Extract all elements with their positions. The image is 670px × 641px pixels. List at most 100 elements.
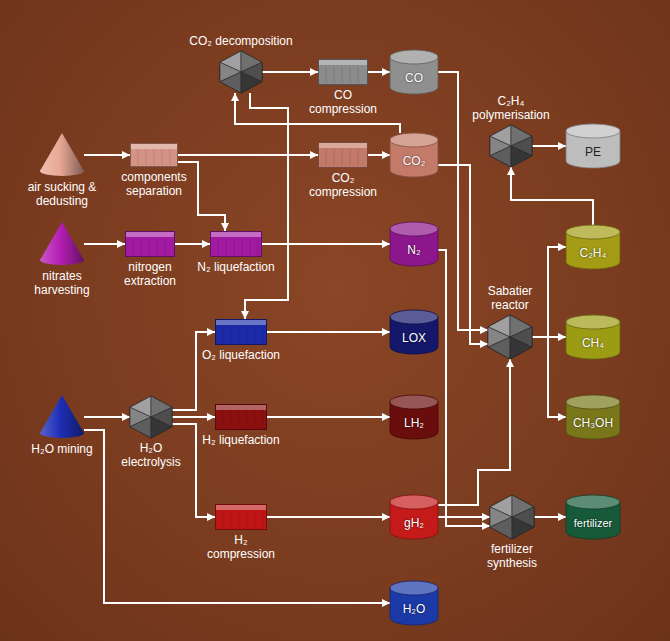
tank-text-area: C₂H₄ (566, 237, 620, 269)
product-tank: LOX (390, 310, 438, 354)
box-texture (231, 326, 232, 343)
box-texture (226, 238, 227, 255)
box-shape (125, 231, 175, 257)
product-name: C₂H₄ (580, 246, 607, 260)
box-texture (242, 238, 243, 255)
cone-side (40, 395, 84, 433)
product-tank: LH₂ (390, 395, 438, 439)
octahedron-facet (490, 146, 511, 167)
process-name: O₂ liquefaction (201, 348, 281, 362)
flow-arrow (84, 243, 125, 245)
product-name: fertilizer (574, 516, 613, 530)
box-body (216, 320, 267, 345)
product-tank: CH₄ (566, 315, 620, 359)
flow-arrow (172, 332, 215, 410)
product-name: LOX (402, 331, 426, 345)
flow-arrow (267, 331, 390, 333)
flow-arrow (532, 247, 566, 337)
cone-side (40, 222, 84, 260)
flow-arrow (438, 250, 490, 526)
box-texture (258, 238, 259, 255)
box-top-face (131, 144, 177, 149)
flow-arrow (245, 93, 288, 319)
flow-arrow (511, 167, 593, 225)
box-shape (318, 142, 368, 168)
tank-text-area: gH₂ (390, 507, 438, 539)
tank-text-area: N₂ (390, 234, 438, 266)
octahedron-facet (510, 337, 532, 359)
product-name: H₂O (403, 602, 426, 616)
cylinder-top (390, 495, 438, 509)
box-texture (247, 326, 248, 343)
box-body (131, 144, 178, 167)
box-texture (255, 326, 256, 343)
process-box: components separation (130, 143, 178, 167)
box-texture (326, 149, 327, 166)
process-label: C₂H₄ polymerisation (466, 94, 556, 122)
product-tank: H₂O (390, 581, 438, 625)
box-texture (342, 149, 343, 166)
process-name: H₂O electrolysis (113, 441, 189, 469)
octahedron-outline (490, 495, 534, 539)
box-shape (215, 404, 267, 430)
box-texture (247, 511, 248, 528)
product-tank: CH₃OH (566, 395, 620, 439)
tank-text-area: fertilizer (566, 507, 620, 539)
box-top-face (216, 405, 266, 410)
flow-arrow (267, 516, 390, 518)
reactor: fertilizer synthesis (490, 495, 534, 539)
process-name: air sucking & dedusting (12, 180, 112, 208)
process-name: Sabatier reactor (478, 284, 542, 312)
box-texture (141, 238, 142, 255)
tank-text-area: PE (566, 136, 620, 168)
box-texture (263, 511, 264, 528)
product-tank: N₂ (390, 222, 438, 266)
cylinder-top (566, 124, 620, 138)
oct-shape (490, 495, 534, 539)
cylinder-top (566, 395, 620, 409)
reactor: C₂H₄ polymerisation (490, 125, 532, 167)
box-texture (149, 238, 150, 255)
reactor: H₂O electrolysis (130, 396, 172, 438)
process-label: H₂O electrolysis (113, 441, 189, 469)
box-texture (231, 511, 232, 528)
box-shape (215, 319, 267, 345)
octahedron-facet (130, 417, 151, 438)
flow-arrow (172, 416, 215, 418)
oct-shape (130, 396, 172, 438)
oct-shape (220, 51, 262, 93)
product-name: N₂ (407, 243, 420, 257)
process-name: CO₂ compression (303, 171, 383, 199)
cylinder-top (566, 225, 620, 239)
cylinder-top (390, 50, 438, 64)
box-texture (350, 66, 351, 83)
box-texture (223, 326, 224, 343)
box-texture (170, 150, 171, 165)
process-label: H₂ compression (201, 533, 281, 561)
process-box: H₂ liquefaction (215, 404, 267, 430)
flow-arrow (532, 145, 566, 147)
octahedron-facet (220, 72, 241, 93)
box-texture (358, 66, 359, 83)
cylinder-top (390, 395, 438, 409)
process-name: fertilizer synthesis (472, 542, 552, 570)
source: nitrates harvesting (40, 222, 84, 266)
box-texture (231, 411, 232, 428)
box-texture (165, 238, 166, 255)
box-shape (210, 231, 262, 257)
flow-arrow (368, 154, 390, 156)
flow-arrow (178, 154, 318, 156)
process-name: N₂ liquefaction (196, 260, 276, 274)
octahedron-facet (151, 417, 172, 438)
process-label: air sucking & dedusting (12, 180, 112, 208)
flow-arrow (262, 71, 318, 73)
box-texture (255, 411, 256, 428)
process-label: fertilizer synthesis (472, 542, 552, 570)
box-texture (154, 150, 155, 165)
cylinder-top (566, 315, 620, 329)
process-box: O₂ liquefaction (215, 319, 267, 345)
cylinder-top (390, 310, 438, 324)
process-name: H₂ liquefaction (201, 433, 281, 447)
cone-shape (40, 395, 84, 439)
